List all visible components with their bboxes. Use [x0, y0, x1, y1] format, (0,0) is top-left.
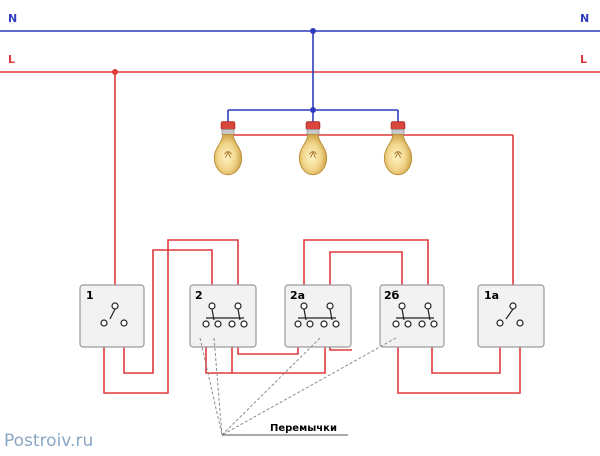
- light-bulb-icon: [298, 121, 328, 176]
- switch-2b: 2б: [379, 284, 445, 348]
- phase-wiring: [103, 69, 521, 394]
- switch-1: 1: [79, 284, 145, 348]
- switch-icon: [379, 284, 445, 348]
- line-rail-label-left: L: [8, 53, 15, 66]
- switch-icon: [284, 284, 352, 348]
- switch-1a: 1а: [477, 284, 545, 348]
- jumper-callout-label: Перемычки: [270, 423, 337, 434]
- lamps: [213, 121, 413, 176]
- switch-label: 1а: [484, 289, 499, 302]
- switch-icon: [477, 284, 545, 348]
- light-bulb-icon: [213, 121, 243, 176]
- switch-2a: 2а: [284, 284, 352, 348]
- neutral-rail-label-right: N: [580, 12, 589, 25]
- switch-label: 1: [86, 289, 94, 302]
- line-rail-label-right: L: [580, 53, 587, 66]
- light-bulb-icon: [383, 121, 413, 176]
- neutral-rail-label-left: N: [8, 12, 17, 25]
- switch-label: 2: [195, 289, 203, 302]
- site-watermark: Postroiv.ru: [4, 431, 93, 451]
- jumper-leaders: [199, 337, 397, 436]
- switch-label: 2б: [384, 289, 400, 302]
- switch-2: 2: [189, 284, 257, 348]
- switch-icon: [189, 284, 257, 348]
- switch-label: 2а: [290, 289, 305, 302]
- neutral-lamp-feed: [227, 27, 399, 124]
